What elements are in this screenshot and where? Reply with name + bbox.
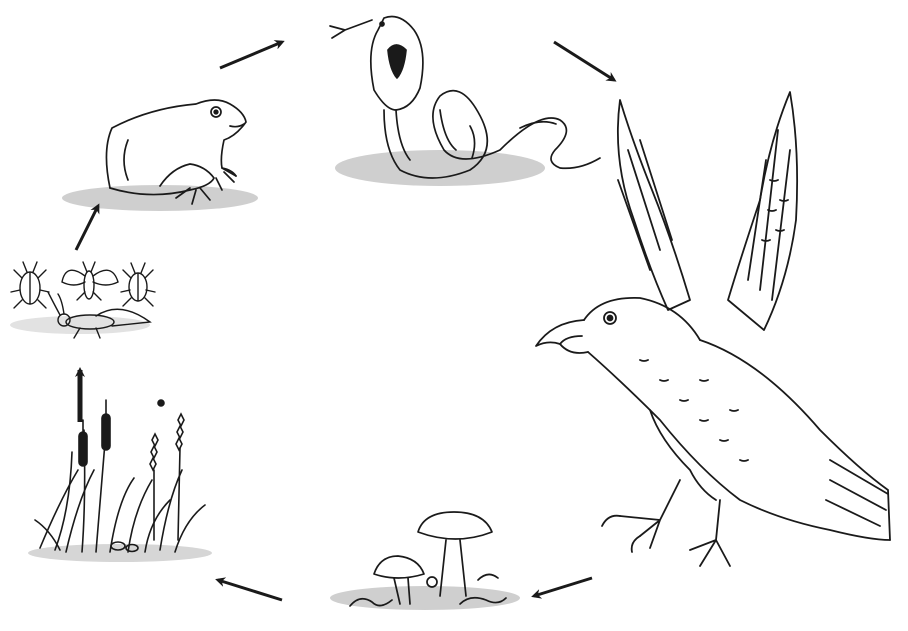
mushrooms-worms-icon [330,512,520,610]
arrow-insects-to-frog [76,206,98,250]
arrow-decomposers-to-plants [218,580,282,600]
frog-icon [62,100,258,211]
snake-icon [330,17,600,187]
insects-icon [10,262,155,338]
arrow-eagle-to-decomposers [534,578,592,596]
arrow-snake-to-eagle [554,42,614,80]
arrow-frog-to-snake [220,42,282,68]
grass-plants-icon [28,400,212,562]
